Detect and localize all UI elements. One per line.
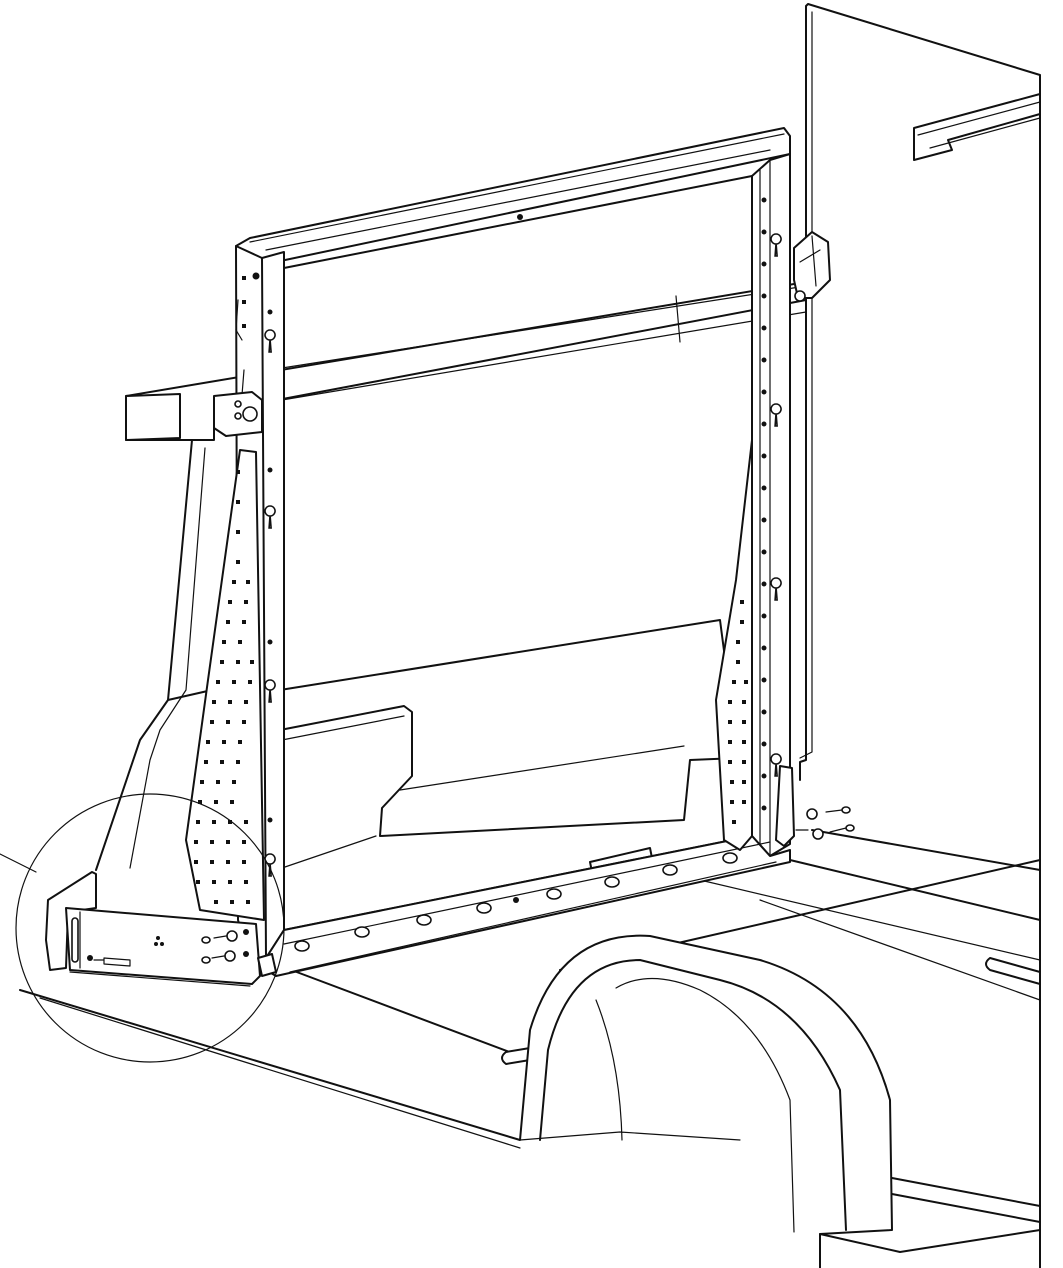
wheel-well-foot xyxy=(819,1177,1041,1253)
floor-seam xyxy=(39,879,1041,1149)
keyhole-r1 xyxy=(770,233,782,257)
detail-bracket-slot xyxy=(71,917,79,963)
bar-clamp-hole-a xyxy=(234,400,242,408)
wheel-well xyxy=(519,934,1041,1268)
detail-washer-top xyxy=(226,930,238,942)
callout-leader xyxy=(0,853,37,873)
bar-clamp-bolt xyxy=(242,406,258,422)
bar-end-cap xyxy=(125,393,181,441)
right-upright-edge xyxy=(759,159,771,857)
left-pegboard-panel xyxy=(185,449,265,921)
right-lower-bracket xyxy=(775,765,795,847)
keyhole-3 xyxy=(264,679,276,703)
frame-top-rail xyxy=(235,127,791,265)
keyhole-r3 xyxy=(770,577,782,601)
wheel-well-outer xyxy=(519,934,893,1268)
floor-right-edge xyxy=(789,829,1041,921)
bottom-rail-slots xyxy=(294,852,738,952)
detail-bracket-edge xyxy=(69,911,251,987)
right-pegboard-panel xyxy=(715,439,753,851)
wall-channel-lip xyxy=(917,101,1041,149)
right-pegboard-holes xyxy=(728,600,748,824)
floor-slot-right xyxy=(985,957,1041,985)
right-keyholes xyxy=(770,233,782,777)
keyhole-r2 xyxy=(770,403,782,427)
side-wall-panel xyxy=(799,3,1041,1268)
wall-bracket-top-face xyxy=(799,235,821,287)
left-pegboard-holes xyxy=(194,470,254,904)
left-keyholes xyxy=(264,329,276,877)
keyhole-r4 xyxy=(770,753,782,777)
wall-channel xyxy=(913,93,1041,161)
shelf-frame xyxy=(185,127,855,977)
detail-bracket-plate xyxy=(65,907,261,985)
rear-panel-left-inner xyxy=(129,447,206,869)
right-upright-holes xyxy=(761,197,767,811)
wheel-well-rib xyxy=(519,977,795,1233)
wall-bracket-top xyxy=(793,231,831,299)
wheel-well-inner xyxy=(539,959,847,1231)
detail-screw-lines xyxy=(211,935,227,959)
bar-clamp-hole-b xyxy=(234,412,242,420)
keyhole-2 xyxy=(264,505,276,529)
vehicle-interior xyxy=(19,3,1041,1268)
top-rail-rivet xyxy=(517,214,523,220)
frame-back-panel xyxy=(279,619,739,837)
frame-top-rail-edge xyxy=(249,133,785,251)
detail-foot xyxy=(257,953,277,977)
frame-back-panel-lines xyxy=(281,715,685,869)
right-fasteners xyxy=(795,806,855,840)
keyhole-1 xyxy=(264,329,276,353)
detail-callout xyxy=(0,793,285,1063)
callout-circle xyxy=(15,793,285,1063)
right-upright xyxy=(751,153,791,857)
detail-bracket-pin xyxy=(93,957,131,967)
detail-washer-bottom xyxy=(224,950,236,962)
wall-bracket-bolt xyxy=(794,290,806,302)
left-upright-face xyxy=(261,251,285,959)
floor-slot-center xyxy=(501,1047,531,1065)
